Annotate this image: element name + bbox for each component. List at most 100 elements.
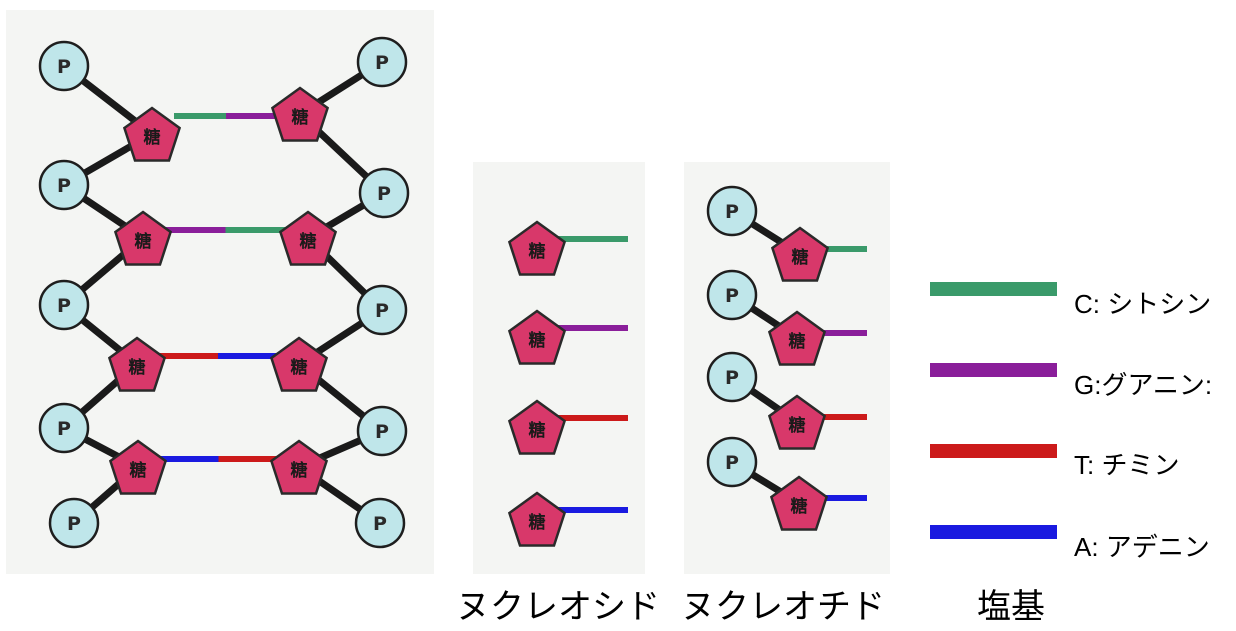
phosphate-label: P [725, 367, 739, 389]
legend-label-thymine: T: チミン [1074, 450, 1179, 480]
phosphate-label: P [373, 513, 387, 535]
legend-swatch-thymine [930, 444, 1057, 458]
sugar-pentagon [770, 226, 830, 282]
legend-label-guanine: G:グアニン: [1074, 370, 1212, 400]
left-sugar-1: 糖 [122, 106, 182, 162]
phosphate-circle [356, 36, 408, 88]
phosphate-circle [48, 497, 100, 549]
legend-swatch-guanine [930, 363, 1057, 377]
sugar-pentagon [278, 210, 338, 266]
phosphate-label: P [57, 295, 71, 317]
sugar-label: 糖 [529, 241, 546, 262]
phosphate-circle [356, 405, 408, 457]
sugar-pentagon [507, 399, 567, 455]
sugar-label: 糖 [529, 512, 546, 533]
legend-label-adenine: A: アデニン [1074, 532, 1210, 562]
right-phosphate-2: P [358, 167, 410, 219]
phosphate-label: P [57, 418, 71, 440]
left-phosphate-2: P [38, 159, 90, 211]
sugar-label: 糖 [129, 357, 146, 378]
sugar-label: 糖 [529, 420, 546, 441]
phosphate-groups: P P P P P P P P P P P P P P [38, 36, 758, 549]
phosphate-label: P [725, 201, 739, 223]
caption-nucleoside: ヌクレオシド [456, 587, 660, 627]
sugar-pentagon [269, 336, 329, 392]
left-phosphate-5: P [48, 497, 100, 549]
nucleotide-phosphate-thymine: P [706, 351, 758, 403]
phosphate-circle [38, 40, 90, 92]
sugar-label: 糖 [291, 357, 308, 378]
phosphate-circle [38, 402, 90, 454]
right-phosphate-1: P [356, 36, 408, 88]
nucleotide-sugar-cytosine: 糖 [770, 226, 830, 282]
phosphate-circle [706, 351, 758, 403]
caption-nucleotide: ヌクレオチド [681, 587, 885, 627]
phosphate-circle [358, 167, 410, 219]
nucleotide-phosphate-cytosine: P [706, 185, 758, 237]
sugar-label: 糖 [300, 231, 317, 252]
phosphate-label: P [377, 183, 391, 205]
right-phosphate-4: P [356, 405, 408, 457]
phosphate-circle [38, 279, 90, 331]
nucleoside-sugar-thymine: 糖 [507, 399, 567, 455]
nucleotide-phosphate-guanine: P [706, 269, 758, 321]
phosphate-label: P [67, 513, 81, 535]
sugar-pentagon [507, 220, 567, 276]
sugar-label: 糖 [144, 127, 161, 148]
left-sugar-2: 糖 [113, 210, 173, 266]
sugar-pentagon [107, 336, 167, 392]
phosphate-label: P [375, 300, 389, 322]
legend-swatch-adenine [930, 525, 1057, 539]
sugar-label: 糖 [135, 231, 152, 252]
nucleotide-sugar-thymine: 糖 [767, 394, 827, 450]
sugar-pentagon [113, 210, 173, 266]
phosphate-label: P [725, 452, 739, 474]
left-sugar-4: 糖 [108, 439, 168, 495]
sugar-pentagon [769, 475, 829, 531]
sugar-pentagon [507, 491, 567, 547]
sugar-label: 糖 [292, 107, 309, 128]
right-sugar-2: 糖 [278, 210, 338, 266]
nucleotide-phosphate-adenine: P [706, 436, 758, 488]
nucleoside-sugar-guanine: 糖 [507, 309, 567, 365]
phosphate-circle [38, 159, 90, 211]
phosphate-label: P [375, 52, 389, 74]
legend: C: シトシン G:グアニン: T: チミン A: アデニン [930, 282, 1212, 562]
left-sugar-3: 糖 [107, 336, 167, 392]
right-sugar-4: 糖 [269, 439, 329, 495]
caption-base: 塩基 [977, 587, 1045, 627]
sugar-pentagon [507, 309, 567, 365]
left-phosphate-1: P [38, 40, 90, 92]
right-sugar-1: 糖 [270, 86, 330, 142]
right-sugar-3: 糖 [269, 336, 329, 392]
nucleoside-sugar-cytosine: 糖 [507, 220, 567, 276]
left-phosphate-4: P [38, 402, 90, 454]
sugar-pentagon [122, 106, 182, 162]
phosphate-circle [706, 185, 758, 237]
phosphate-circle [356, 284, 408, 336]
legend-swatch-cytosine [930, 282, 1057, 296]
nucleotide-sugar-guanine: 糖 [767, 310, 827, 366]
legend-label-cytosine: C: シトシン [1074, 289, 1211, 319]
sugar-label: 糖 [130, 460, 147, 481]
phosphate-label: P [375, 421, 389, 443]
right-phosphate-3: P [356, 284, 408, 336]
sugar-pentagon [108, 439, 168, 495]
nucleotide-sugar-adenine: 糖 [769, 475, 829, 531]
sugar-pentagon [767, 310, 827, 366]
sugar-label: 糖 [529, 330, 546, 351]
nucleoside-panel [473, 162, 645, 574]
sugar-label: 糖 [789, 415, 806, 436]
sugar-label: 糖 [291, 460, 308, 481]
sugar-pentagon [269, 439, 329, 495]
phosphate-circle [706, 269, 758, 321]
sugar-label: 糖 [789, 331, 806, 352]
phosphate-label: P [725, 285, 739, 307]
sugar-label: 糖 [792, 247, 809, 268]
phosphate-circle [354, 497, 406, 549]
sugar-pentagon [767, 394, 827, 450]
phosphate-circle [706, 436, 758, 488]
phosphate-label: P [57, 175, 71, 197]
